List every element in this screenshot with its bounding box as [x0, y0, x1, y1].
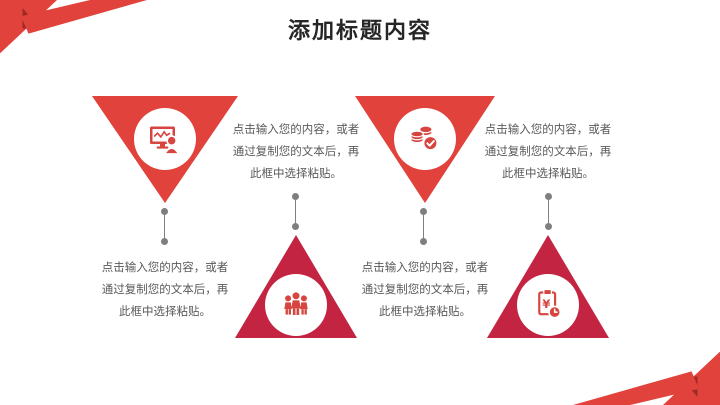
placeholder-text-2: 点击输入您的内容，或者 通过复制您的文本后，再 此框中选择粘贴。 [216, 119, 376, 185]
corner-ribbon-bottom-right [570, 347, 720, 405]
corner-ribbon-top-left [0, 0, 150, 58]
connector-line-4 [545, 193, 552, 230]
icon-circle [265, 274, 327, 336]
connector-dot [292, 223, 299, 230]
triangle-up-1 [235, 235, 357, 338]
connector-stem [422, 215, 425, 238]
text-line: 此框中选择粘贴。 [250, 168, 342, 180]
connector-dot [420, 208, 427, 215]
triangle-up-2: ¥ [487, 235, 609, 338]
placeholder-text-4: 点击输入您的内容，或者 通过复制您的文本后，再 此框中选择粘贴。 [468, 119, 628, 185]
connector-line-3 [420, 208, 427, 245]
text-line: 通过复制您的文本后，再 [361, 284, 489, 296]
presentation-chart-icon [150, 126, 180, 155]
icon-circle [134, 108, 196, 170]
coins-check-icon [410, 125, 439, 151]
clipboard-yuan-icon: ¥ [538, 289, 562, 319]
connector-line-2 [292, 193, 299, 230]
connector-dot [161, 208, 168, 215]
svg-text:¥: ¥ [542, 297, 550, 311]
connector-line-1 [161, 208, 168, 245]
team-icon [284, 292, 308, 315]
icon-circle: ¥ [517, 274, 579, 336]
text-line: 通过复制您的文本后，再 [232, 146, 360, 158]
text-line: 此框中选择粘贴。 [502, 168, 594, 180]
text-line: 通过复制您的文本后，再 [484, 146, 612, 158]
text-line: 此框中选择粘贴。 [379, 306, 471, 318]
connector-stem [547, 200, 550, 223]
page-title: 添加标题内容 [287, 18, 432, 43]
connector-dot [545, 193, 552, 200]
connector-dot [161, 238, 168, 245]
placeholder-text-1: 点击输入您的内容，或者 通过复制您的文本后，再 此框中选择粘贴。 [85, 257, 245, 323]
connector-stem [294, 200, 297, 223]
text-line: 点击输入您的内容，或者 [101, 262, 229, 274]
connector-dot [292, 193, 299, 200]
text-line: 点击输入您的内容，或者 [232, 124, 360, 136]
text-line: 点击输入您的内容，或者 [361, 262, 489, 274]
connector-stem [163, 215, 166, 238]
connector-dot [545, 223, 552, 230]
text-line: 此框中选择粘贴。 [119, 306, 211, 318]
text-line: 点击输入您的内容，或者 [484, 124, 612, 136]
text-line: 通过复制您的文本后，再 [101, 284, 229, 296]
placeholder-text-3: 点击输入您的内容，或者 通过复制您的文本后，再 此框中选择粘贴。 [345, 257, 505, 323]
icon-circle [394, 108, 456, 170]
connector-dot [420, 238, 427, 245]
